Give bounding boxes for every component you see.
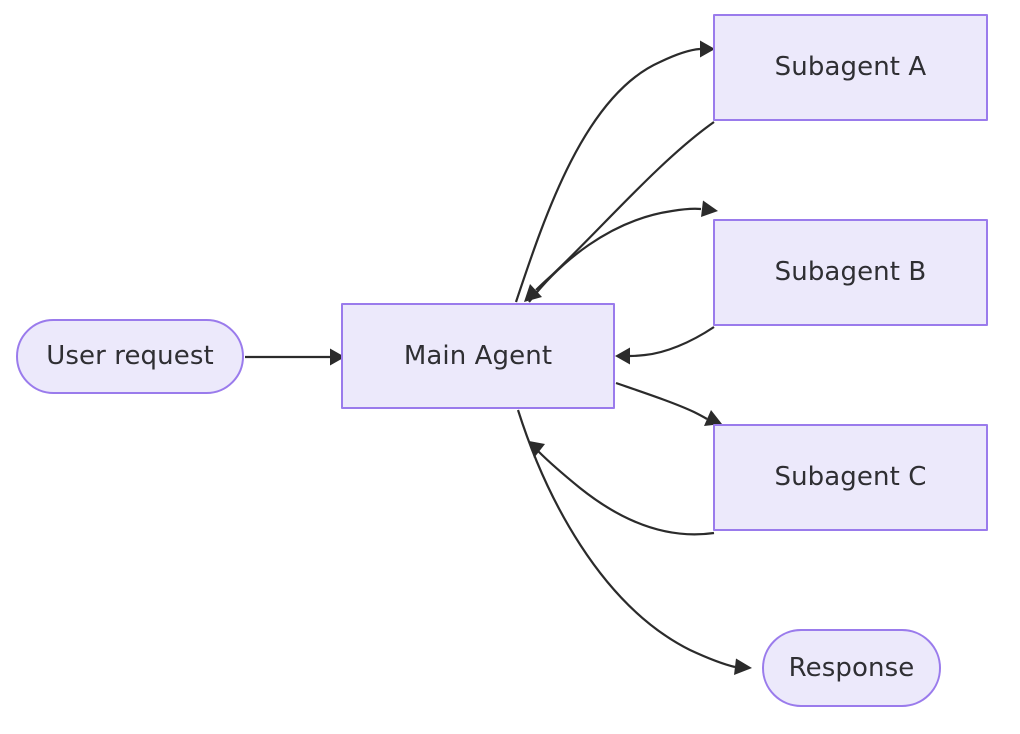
node-subagent-a-label: Subagent A [774, 52, 927, 83]
node-subagent-b-label: Subagent B [774, 257, 927, 288]
edge-subagent-a-to-main [524, 121, 715, 302]
node-main-agent[interactable]: Main Agent [341, 303, 615, 409]
edge-main-to-response [516, 409, 752, 675]
node-subagent-c-label: Subagent C [774, 462, 927, 493]
node-subagent-b[interactable]: Subagent B [713, 219, 988, 326]
node-user-request[interactable]: User request [16, 319, 244, 394]
node-subagent-a[interactable]: Subagent A [713, 14, 988, 121]
edge-main-to-subagent-c [615, 381, 722, 426]
edge-subagent-b-to-main [615, 326, 715, 365]
node-main-agent-label: Main Agent [403, 340, 553, 371]
node-subagent-c[interactable]: Subagent C [713, 424, 988, 531]
node-user-request-label: User request [46, 341, 214, 372]
node-response-label: Response [788, 652, 915, 683]
node-response[interactable]: Response [762, 629, 941, 707]
edge-user-to-main [245, 348, 345, 366]
edge-main-to-subagent-b [528, 200, 718, 303]
edge-main-to-subagent-a [514, 40, 715, 303]
edge-subagent-c-to-main [529, 441, 715, 536]
